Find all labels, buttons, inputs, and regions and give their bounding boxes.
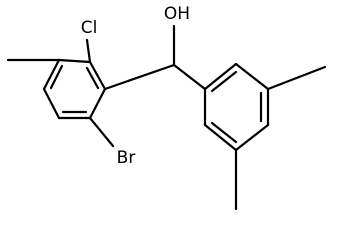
bond-c6-c1 xyxy=(88,87,107,120)
right-benzene-ring xyxy=(203,62,270,152)
bond-c4-c5 xyxy=(42,87,61,120)
bond-r1-r2 xyxy=(203,62,238,91)
hydroxyl-label: OH xyxy=(164,4,190,24)
bromo-label: Br xyxy=(117,148,136,168)
bond-c3-c4 xyxy=(42,58,61,91)
double-bond-r5-r6 xyxy=(210,121,238,144)
molecule-structure: OH Cl Br xyxy=(6,4,327,211)
chloro-label: Cl xyxy=(81,18,98,38)
bond-r3-methyl xyxy=(266,65,327,91)
bond-r5-r6 xyxy=(203,123,238,152)
double-bond-c3-c4 xyxy=(49,64,64,90)
bond-c2-c3 xyxy=(57,58,92,64)
left-benzene-ring xyxy=(42,58,107,120)
bond-c1-c2 xyxy=(88,60,107,91)
bond-r2-r3 xyxy=(234,62,270,91)
bond-r4-r5 xyxy=(234,123,270,152)
bond-c6-br xyxy=(88,116,115,148)
bond-ch-ring2 xyxy=(172,63,207,91)
bond-c1-ch xyxy=(103,63,176,91)
double-bond-c1-c2 xyxy=(85,66,100,90)
bond-c2-cl xyxy=(85,38,92,64)
double-bond-r1-r2 xyxy=(210,70,238,93)
